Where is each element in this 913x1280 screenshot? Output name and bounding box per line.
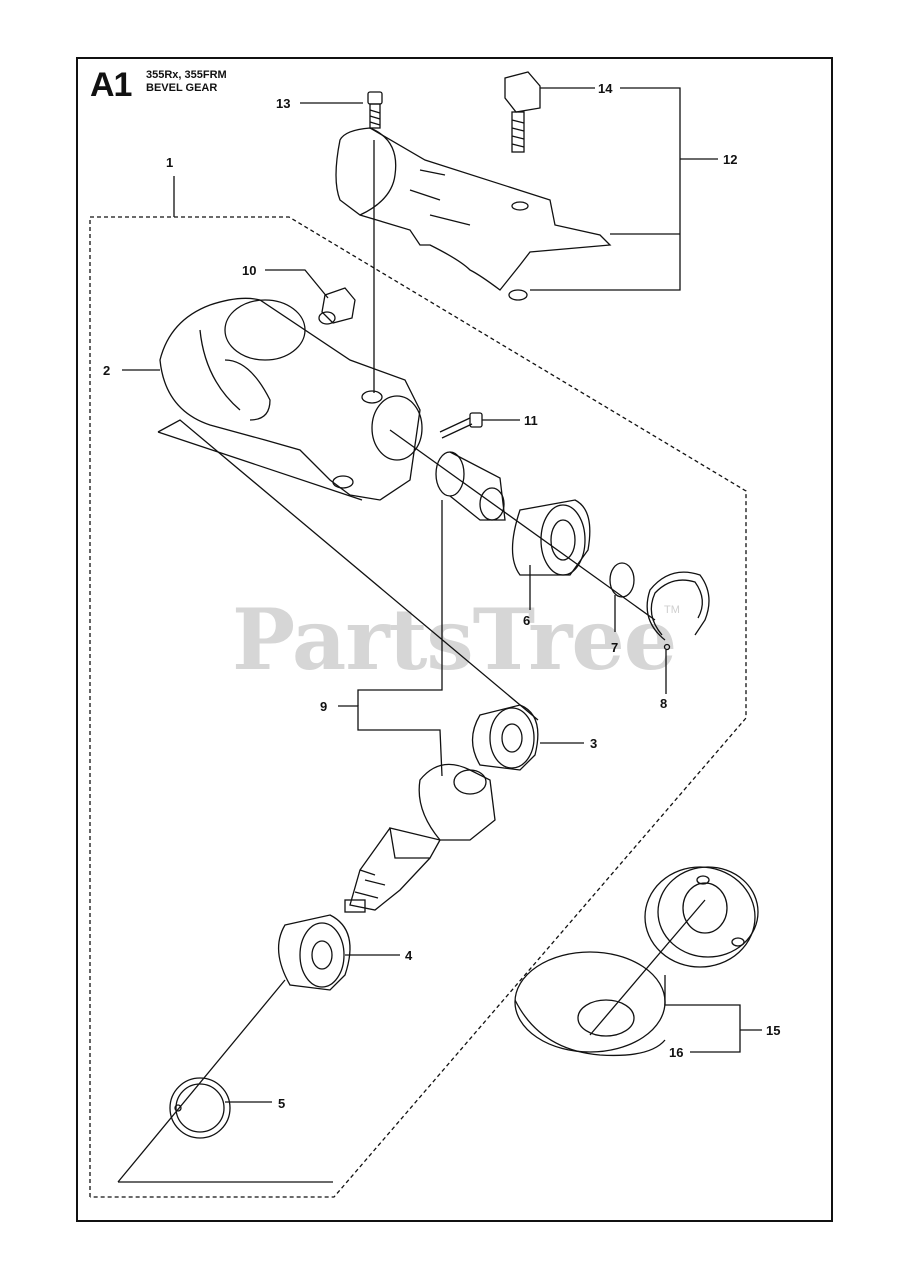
callout-6: 6 (523, 613, 530, 628)
callout-10: 10 (242, 263, 256, 278)
screw-11 (439, 412, 483, 439)
callout-4: 4 (405, 948, 413, 963)
retaining-ring-5 (169, 1077, 231, 1139)
callout-2: 2 (103, 363, 110, 378)
section-title: BEVEL GEAR (146, 82, 218, 94)
screw-13 (367, 91, 383, 129)
bevel-gear-lower (344, 763, 496, 913)
callout-8: 8 (660, 696, 667, 711)
callout-16: 16 (669, 1045, 683, 1060)
bolt-14 (504, 71, 541, 153)
retaining-ring-8 (646, 571, 710, 651)
callout-5: 5 (278, 1096, 285, 1111)
bearing-3 (471, 704, 539, 771)
callout-labels: 1 2 3 4 5 6 7 8 9 10 11 12 13 14 15 16 (103, 81, 780, 1111)
bearing-6 (511, 499, 591, 576)
watermark: PartsTree (232, 590, 677, 689)
washer-16 (514, 951, 666, 1057)
assembly-boundary (89, 216, 747, 1198)
callout-13: 13 (276, 96, 290, 111)
page-code: A1 (90, 66, 132, 104)
flange-15 (644, 866, 759, 968)
bracket-9 (338, 705, 443, 777)
callout-14: 14 (598, 81, 613, 96)
gear-housing-2 (159, 297, 423, 501)
bevel-gear-upper (435, 451, 506, 521)
callout-9: 9 (320, 699, 327, 714)
bracket-15 (664, 975, 741, 1053)
circlip-7 (609, 562, 635, 598)
bracket-12 (530, 87, 681, 291)
callout-12: 12 (723, 152, 737, 167)
watermark-trademark: TM (664, 604, 680, 616)
callout-7: 7 (611, 640, 618, 655)
callout-15: 15 (766, 1023, 780, 1038)
callout-11: 11 (524, 413, 538, 428)
model-list: 355Rx, 355FRM (146, 69, 227, 81)
plug-10 (318, 287, 356, 325)
callout-3: 3 (590, 736, 597, 751)
clamp-12 (335, 127, 612, 301)
callout-1: 1 (166, 155, 173, 170)
bearing-4 (277, 914, 351, 991)
diagram-frame (76, 57, 833, 1222)
